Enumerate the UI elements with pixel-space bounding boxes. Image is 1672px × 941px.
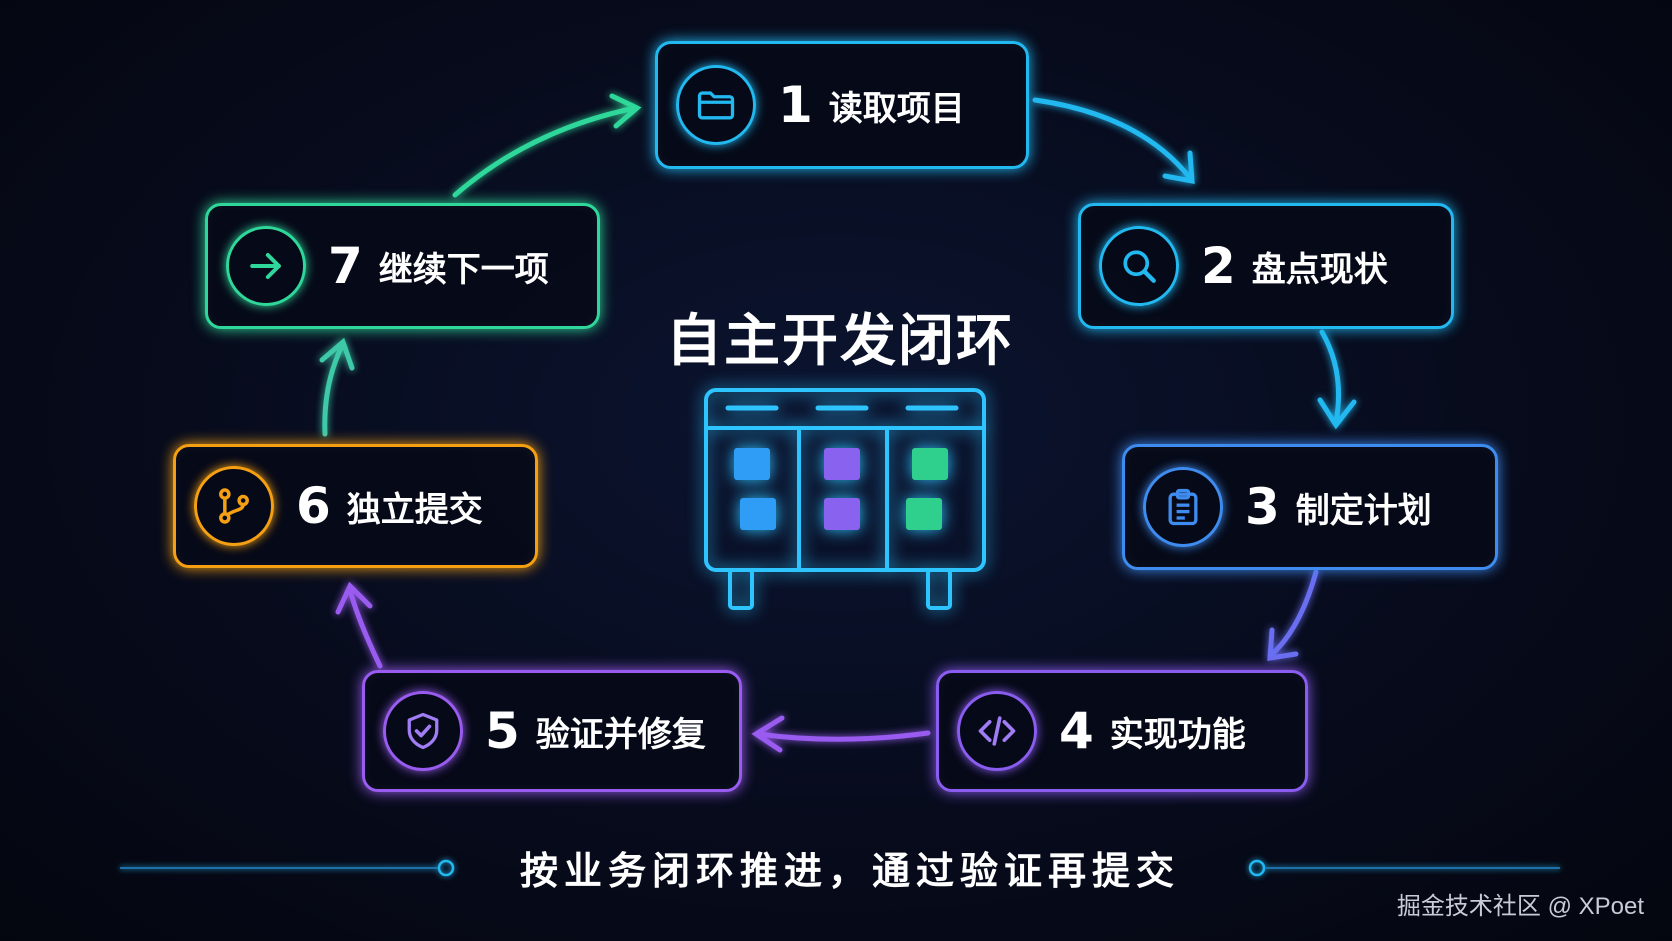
caption-divider-left: [120, 859, 455, 877]
step-3-node: 3 制定计划: [1122, 444, 1498, 570]
caption-divider-right: [1248, 859, 1560, 877]
code-icon: [978, 716, 1016, 746]
step-6-icon-ring: [194, 466, 274, 546]
step-1-label: 读取项目: [828, 88, 965, 129]
diagram-title: 自主开发闭环: [666, 309, 1014, 374]
step-4-node: 4 实现功能: [936, 670, 1308, 792]
step-1-node: 1 读取项目: [655, 41, 1029, 169]
board-card-6: [906, 498, 942, 530]
step-4-label: 实现功能: [1109, 714, 1246, 755]
step-6-node: 6 独立提交: [173, 444, 538, 568]
arrow-2-to-3: [1317, 329, 1357, 430]
watermark-text: 掘金技术社区 @ XPoet: [1396, 893, 1644, 920]
board-card-2: [740, 498, 776, 530]
step-5-node: 5 验证并修复: [362, 670, 742, 792]
arrow-4-to-5: [751, 715, 931, 753]
board-card-1: [734, 448, 770, 480]
kanban-board-icon: [704, 388, 986, 610]
step-5-label: 验证并修复: [535, 714, 706, 755]
step-5-icon-ring: [383, 691, 463, 771]
arrow-6-to-7: [319, 337, 355, 437]
step-4-number: 4: [1059, 702, 1094, 760]
step-7-icon-ring: [226, 226, 306, 306]
arrow-7-to-1: [452, 93, 642, 198]
arrow-3-to-4: [1267, 569, 1319, 661]
step-2-number: 2: [1201, 237, 1236, 295]
step-1-icon-ring: [676, 65, 756, 145]
step-4-icon-ring: [957, 691, 1037, 771]
step-5-number: 5: [485, 702, 520, 760]
step-6-label: 独立提交: [346, 489, 483, 530]
arrow-right-icon: [250, 252, 281, 280]
git-branch-icon: [219, 488, 249, 524]
clipboard-icon: [1168, 488, 1198, 526]
step-1-number: 1: [778, 76, 813, 134]
step-6-number: 6: [296, 477, 331, 535]
step-3-icon-ring: [1143, 467, 1223, 547]
board-card-3: [824, 448, 860, 480]
step-3-number: 3: [1245, 478, 1280, 536]
step-2-icon-ring: [1099, 226, 1179, 306]
arrow-1-to-2: [1032, 97, 1195, 185]
step-7-label: 继续下一项: [378, 249, 549, 290]
step-3-label: 制定计划: [1295, 490, 1432, 531]
step-7-number: 7: [328, 237, 363, 295]
folder-icon: [697, 91, 735, 120]
caption-text: 按业务闭环推进，通过验证再提交: [519, 849, 1180, 893]
step-7-node: 7 继续下一项: [205, 203, 600, 329]
step-2-node: 2 盘点现状: [1078, 203, 1454, 329]
shield-check-icon: [407, 712, 439, 750]
board-card-4: [824, 498, 860, 530]
search-icon: [1123, 250, 1156, 283]
arrow-5-to-6: [335, 581, 383, 669]
step-2-label: 盘点现状: [1251, 249, 1388, 290]
board-card-5: [912, 448, 948, 480]
